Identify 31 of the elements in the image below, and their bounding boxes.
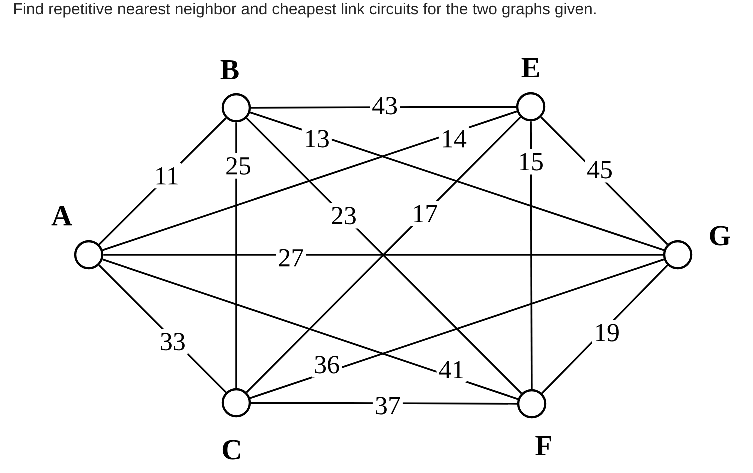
edge-label: 25 xyxy=(224,153,254,179)
vertex-label: A xyxy=(52,206,72,226)
edge-line xyxy=(236,122,238,388)
edge-line xyxy=(530,122,533,390)
edge-label: 36 xyxy=(312,352,342,378)
edge-label: 14 xyxy=(438,126,469,152)
edge-label: 23 xyxy=(328,203,359,229)
edge-line xyxy=(250,258,664,400)
edge-label: 37 xyxy=(372,393,403,419)
edge-line xyxy=(102,110,518,252)
edge-line xyxy=(251,106,516,109)
vertex-label: C xyxy=(222,440,240,460)
edge-label: 27 xyxy=(276,245,306,271)
edge-line xyxy=(102,258,518,400)
edge-line xyxy=(104,254,664,256)
edge-label: 43 xyxy=(370,93,400,119)
vertex-label: F xyxy=(536,436,552,456)
edge-label: 41 xyxy=(436,357,467,382)
edge-label: 17 xyxy=(410,201,440,226)
edge-label: 11 xyxy=(152,163,182,189)
vertex-label: B xyxy=(220,60,239,80)
edge-label: 15 xyxy=(516,149,546,175)
edge-line xyxy=(250,112,664,252)
edge-label: 19 xyxy=(592,320,622,346)
edge-line xyxy=(251,402,518,405)
edge-label: 33 xyxy=(158,329,188,355)
title: Find repetitive nearest neighbor and cheapest link circuits for the two graphs given. xyxy=(14,2,596,18)
edge-label: 13 xyxy=(302,126,332,152)
edge-label: 45 xyxy=(585,157,616,183)
vertex-label: E xyxy=(522,58,540,78)
vertex-label: G xyxy=(710,226,730,246)
